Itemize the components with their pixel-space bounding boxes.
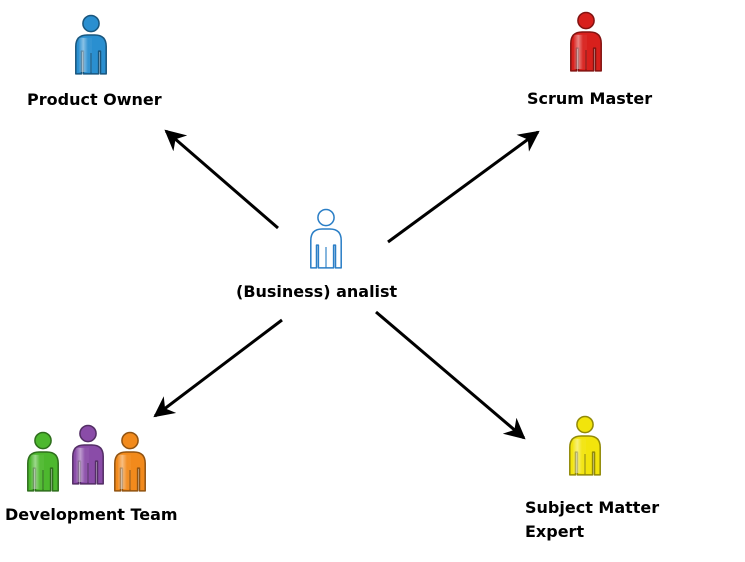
subject-matter-expert-label-line1: Subject Matter (525, 498, 660, 517)
product-owner-person-icon (75, 14, 107, 75)
arrow-to-product-owner (164, 129, 279, 230)
scrum-master-person-icon (570, 11, 602, 72)
business-analyst-person-icon (310, 208, 342, 269)
product-owner-label: Product Owner (27, 90, 162, 109)
subject-matter-expert-label-line2: Expert (525, 522, 585, 541)
scrum-master-label: Scrum Master (527, 89, 653, 108)
subject-matter-expert-person-icon (569, 415, 601, 476)
arrow-to-subject-matter-expert (375, 310, 526, 440)
development-team-label: Development Team (5, 505, 178, 524)
business-analyst-label: (Business) analist (236, 282, 398, 301)
arrow-to-scrum-master (387, 130, 540, 244)
development-team-member-3-icon (114, 431, 146, 492)
subject-matter-expert-label: Subject Matter Expert (525, 496, 659, 544)
arrow-to-development-team (153, 318, 283, 418)
development-team-member-1-icon (27, 431, 59, 492)
development-team-member-2-icon (72, 424, 104, 485)
